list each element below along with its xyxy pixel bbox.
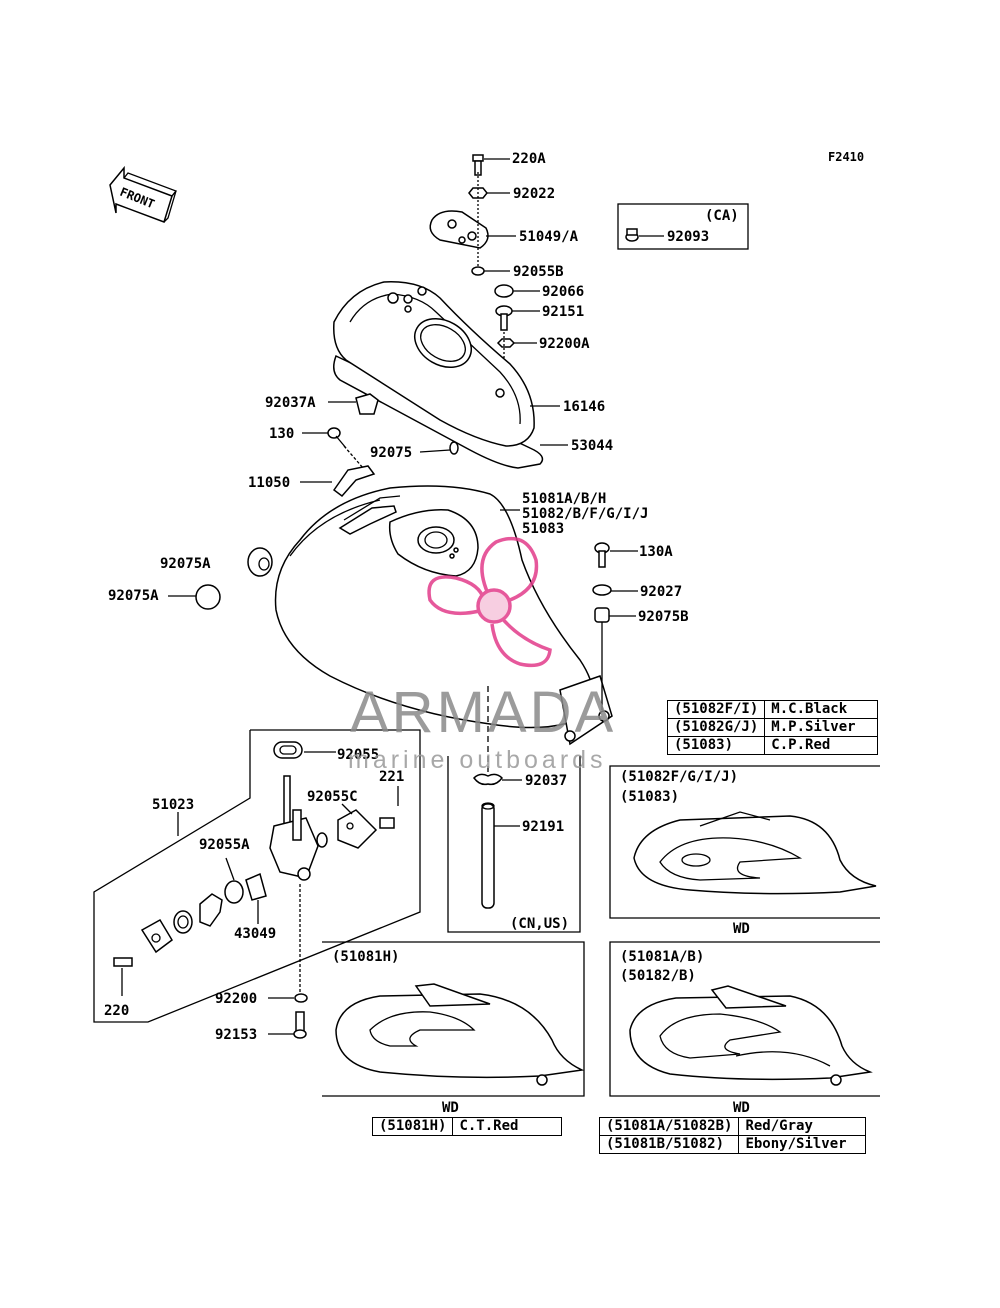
ca-box-title: (CA): [705, 208, 739, 224]
table-row: (51081B/51082) Ebony/Silver: [598, 1135, 867, 1154]
label-92075B: 92075B: [638, 609, 689, 625]
table-row: (51081H) C.T.Red: [371, 1117, 563, 1136]
label-92200: 92200: [215, 991, 257, 1007]
color-name: Red/Gray: [738, 1117, 867, 1136]
label-92037: 92037: [525, 773, 567, 789]
watermark-name: ARMADA: [350, 680, 616, 745]
label-92153: 92153: [215, 1027, 257, 1043]
table-row: (51083) C.P.Red: [666, 736, 879, 755]
color-table-h: (51081H) C.T.Red: [371, 1117, 563, 1136]
front-arrow-icon: FRONT: [109, 165, 178, 223]
color-name: Ebony/Silver: [738, 1135, 867, 1154]
label-51049A: 51049/A: [519, 229, 579, 245]
color-code: (51081B/51082): [598, 1135, 740, 1154]
variant-ab-line1: (51081A/B): [620, 949, 704, 965]
color-name: C.P.Red: [764, 736, 879, 755]
color-name: M.P.Silver: [764, 718, 879, 737]
variant-ab-line2: (50182/B): [620, 968, 696, 984]
label-92055B: 92055B: [513, 264, 564, 280]
label-51023: 51023: [152, 797, 194, 813]
label-11050: 11050: [248, 475, 290, 491]
fuel-cock-group: [93, 729, 421, 1039]
label-cn-us: (CN,US): [510, 916, 569, 932]
label-51081: 51081A/B/H: [522, 491, 606, 507]
color-table-ab: (51081A/51082B) Red/Gray (51081B/51082) …: [598, 1117, 867, 1154]
label-51082: 51082/B/F/G/I/J: [522, 506, 648, 522]
variant-box-h: (51081H) WD: [322, 941, 585, 1116]
table-row: (51081A/51082B) Red/Gray: [598, 1117, 867, 1136]
label-16146: 16146: [563, 399, 605, 415]
label-92066: 92066: [542, 284, 584, 300]
label-220: 220: [104, 1003, 129, 1019]
label-130A: 130A: [639, 544, 673, 560]
figure-code: F2410: [828, 150, 864, 164]
right-bolt-stack: [592, 542, 638, 710]
color-code: (51081A/51082B): [598, 1117, 740, 1136]
label-43049: 43049: [234, 926, 276, 942]
color-code: (51082F/I): [666, 700, 766, 719]
label-92037A: 92037A: [265, 395, 316, 411]
label-92022: 92022: [513, 186, 555, 202]
label-221: 221: [379, 769, 404, 785]
ca-box: (CA) 92093: [617, 203, 749, 250]
variant-box-fgij: (51082F/G/I/J) (51083) WD: [609, 765, 880, 937]
variant-fgij-line1: (51082F/G/I/J): [620, 769, 738, 785]
color-code: (51082G/J): [666, 718, 766, 737]
label-92075: 92075: [370, 445, 412, 461]
variant-fgij-line2: (51083): [620, 789, 679, 805]
label-92151: 92151: [542, 304, 584, 320]
table-row: (51082G/J) M.P.Silver: [666, 718, 879, 737]
variant-ab-wd: WD: [733, 1100, 750, 1116]
label-92200A: 92200A: [539, 336, 590, 352]
color-code: (51081H): [371, 1117, 454, 1136]
label-220A: 220A: [512, 151, 546, 167]
label-92075A-2: 92075A: [108, 588, 159, 604]
variant-h-line1: (51081H): [332, 949, 399, 965]
variant-fgij-wd: WD: [733, 921, 750, 937]
drain-hose: [447, 686, 581, 933]
top-hardware-stack: [429, 154, 540, 388]
label-53044: 53044: [571, 438, 613, 454]
variant-box-ab: (51081A/B) (50182/B) WD: [609, 941, 880, 1116]
label-51083: 51083: [522, 521, 564, 537]
label-92055A: 92055A: [199, 837, 250, 853]
color-name: C.T.Red: [452, 1117, 563, 1136]
watermark-tagline: marine outboards: [348, 746, 607, 774]
table-row: (51082F/I) M.C.Black: [666, 700, 879, 719]
label-92055: 92055: [337, 747, 379, 763]
ca-box-part: 92093: [667, 229, 709, 245]
label-92191: 92191: [522, 819, 564, 835]
label-92027: 92027: [640, 584, 682, 600]
label-92055C: 92055C: [307, 789, 358, 805]
label-92075A-1: 92075A: [160, 556, 211, 572]
label-130: 130: [269, 426, 294, 442]
left-hardware: [300, 393, 459, 498]
color-code: (51083): [666, 736, 766, 755]
armada-watermark: ARMADA marine outboards: [348, 536, 616, 774]
variant-h-wd: WD: [442, 1100, 459, 1116]
color-table-right: (51082F/I) M.C.Black (51082G/J) M.P.Silv…: [666, 700, 879, 755]
propeller-logo-icon: [427, 536, 552, 668]
tank-cover-assembly: [333, 281, 568, 469]
color-name: M.C.Black: [764, 700, 879, 719]
damper-parts: [168, 547, 273, 610]
